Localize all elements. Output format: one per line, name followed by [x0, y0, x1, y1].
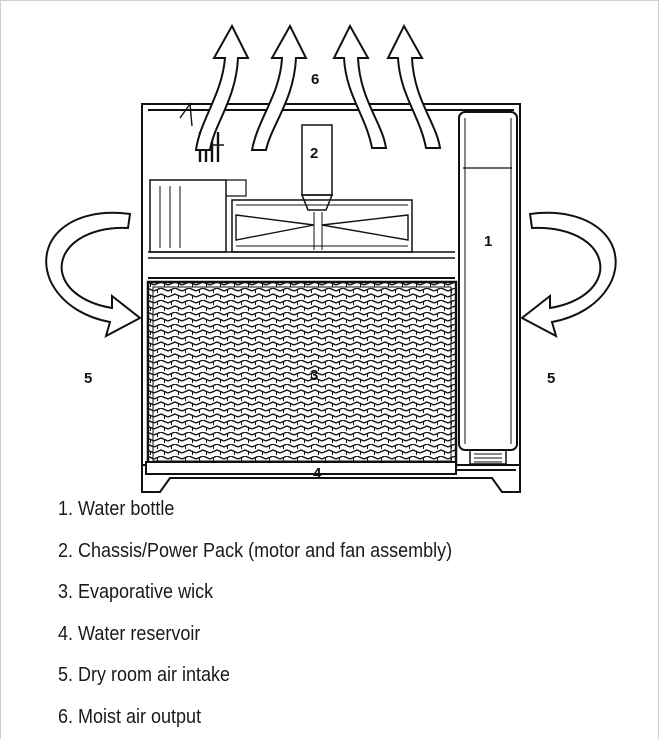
- moist-air-output-arrows: [196, 26, 440, 150]
- legend-item-air-intake: 5. Dry room air intake: [58, 664, 452, 706]
- label-wick: 3: [310, 367, 318, 384]
- water-reservoir: [146, 462, 456, 474]
- legend-item-air-output: 6. Moist air output: [58, 706, 452, 747]
- label-chassis: 2: [310, 145, 318, 162]
- legend-item-chassis: 2. Chassis/Power Pack (motor and fan ass…: [58, 540, 452, 582]
- evaporative-wick: [148, 282, 456, 466]
- humidifier-diagram: 6 2 1 3 4 5 5: [0, 0, 659, 500]
- label-intake-right: 5: [547, 370, 555, 387]
- legend-item-reservoir: 4. Water reservoir: [58, 623, 452, 665]
- water-bottle: [459, 112, 517, 464]
- legend-list: 1. Water bottle 2. Chassis/Power Pack (m…: [58, 498, 496, 747]
- legend-item-water-bottle: 1. Water bottle: [58, 498, 452, 540]
- label-moist-air-output: 6: [311, 71, 319, 88]
- label-water-bottle: 1: [484, 233, 492, 250]
- legend-item-wick: 3. Evaporative wick: [58, 581, 452, 623]
- label-intake-left: 5: [84, 370, 92, 387]
- chassis-power-pack: [148, 104, 455, 278]
- label-reservoir: 4: [313, 465, 322, 482]
